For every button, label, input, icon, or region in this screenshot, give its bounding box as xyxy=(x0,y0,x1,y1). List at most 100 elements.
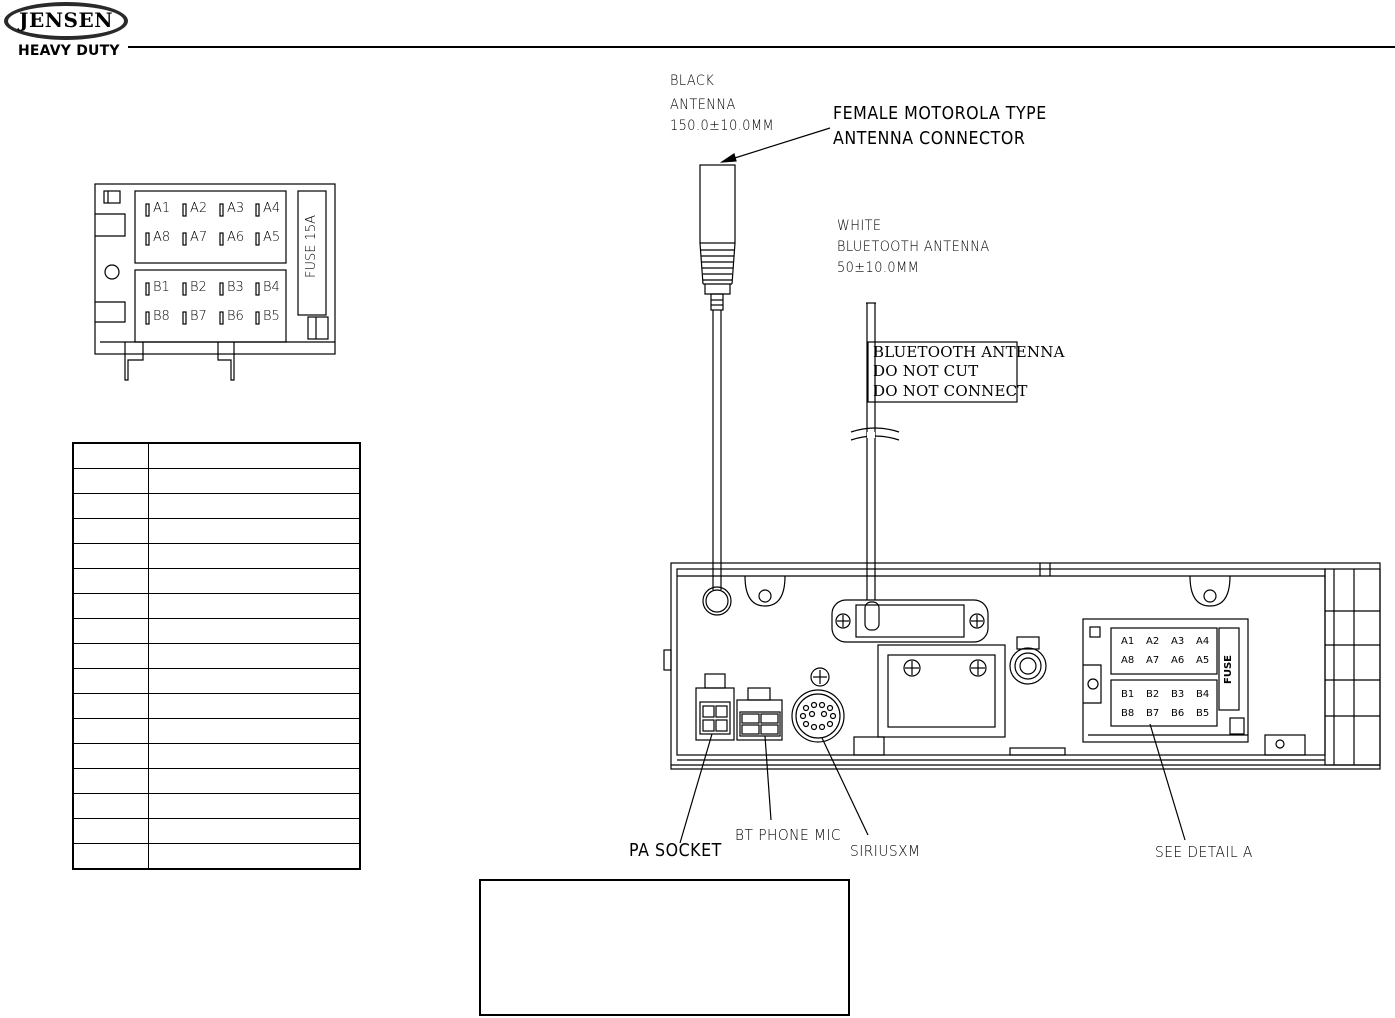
note-box xyxy=(479,879,850,1016)
connector-fuse-label: FUSE 15A xyxy=(304,214,319,278)
logo-subtitle: HEAVY DUTY xyxy=(18,43,120,59)
unit-pin-label: A6 xyxy=(1171,655,1185,666)
connector-pin-label: A8 xyxy=(153,230,171,245)
pin-table-cell-pin xyxy=(72,593,149,619)
connector-pin-label: A2 xyxy=(190,201,208,216)
pin-table-cell-pin xyxy=(72,543,149,569)
connector-pin-label: A3 xyxy=(227,201,245,216)
connector-outline xyxy=(94,183,336,381)
siriusxm-socket xyxy=(791,667,845,743)
pin-table-row xyxy=(72,668,361,694)
pin-table-cell-pin xyxy=(72,793,149,819)
pa-socket-label: PA SOCKET xyxy=(629,840,722,861)
logo-brand-text: JENSEN xyxy=(19,8,113,32)
pin-table-cell-function xyxy=(148,843,361,870)
antenna-color-label: BLACK xyxy=(670,73,715,89)
connector-pin-label: B7 xyxy=(190,309,207,324)
pin-table-cell-function xyxy=(148,718,361,744)
unit-pin-label: A8 xyxy=(1121,655,1135,666)
bt-antenna-wire xyxy=(850,302,900,600)
antenna-connector-label-2: ANTENNA CONNECTOR xyxy=(833,128,1026,149)
pin-table-cell-function xyxy=(148,618,361,644)
pin-table-row xyxy=(72,442,361,469)
connector-pin-label: B8 xyxy=(153,309,170,324)
unit-pin-label: A1 xyxy=(1121,636,1135,647)
pin-table-cell-pin xyxy=(72,518,149,544)
pin-table-cell-function xyxy=(148,668,361,694)
pin-table-row xyxy=(72,793,361,819)
antenna-length-label: 150.0±10.0MM xyxy=(670,118,775,134)
pin-table-row xyxy=(72,568,361,594)
pin-table-row xyxy=(72,593,361,619)
head-unit-body xyxy=(663,562,1381,770)
pin-table-cell-function xyxy=(148,442,361,469)
pin-table-row xyxy=(72,618,361,644)
pin-table-cell-pin xyxy=(72,743,149,769)
bt-antenna-name-label: BLUETOOTH ANTENNA xyxy=(837,239,990,255)
pin-table-cell-pin xyxy=(72,718,149,744)
bt-warning-line-1: BLUETOOTH ANTENNA xyxy=(873,343,1065,361)
pin-table-cell-function xyxy=(148,643,361,669)
unit-pin-label: B5 xyxy=(1196,708,1210,719)
unit-pin-label: B7 xyxy=(1146,708,1160,719)
bt-warning-box xyxy=(867,341,1018,403)
pin-table-cell-pin xyxy=(72,668,149,694)
connector-pin-marks xyxy=(145,203,260,325)
pin-table-cell-function xyxy=(148,493,361,519)
antenna-name-label: ANTENNA xyxy=(670,97,736,113)
pin-table-cell-function xyxy=(148,743,361,769)
pin-table-row xyxy=(72,718,361,744)
pin-table-cell-pin xyxy=(72,493,149,519)
siriusxm-label: SIRIUSXM xyxy=(850,842,921,860)
pin-table-cell-pin xyxy=(72,818,149,844)
unit-iso-connector xyxy=(1082,618,1249,743)
callout-leaders xyxy=(679,723,1186,844)
connector-pin-label: A6 xyxy=(227,230,245,245)
unit-pin-label: B1 xyxy=(1121,689,1135,700)
pin-table-cell-pin xyxy=(72,568,149,594)
pa-socket xyxy=(695,673,735,741)
pin-table-row xyxy=(72,643,361,669)
connector-pin-label: B2 xyxy=(190,280,207,295)
pin-table-row xyxy=(72,693,361,719)
pin-table-cell-pin xyxy=(72,843,149,870)
pin-table-row xyxy=(72,768,361,794)
pin-table-cell-function xyxy=(148,793,361,819)
jensen-logo: JENSEN xyxy=(4,2,128,42)
connector-pin-label: A1 xyxy=(153,201,171,216)
bt-warning-line-3: DO NOT CONNECT xyxy=(873,382,1028,400)
pin-table-cell-pin xyxy=(72,468,149,494)
unit-pin-label: A3 xyxy=(1171,636,1185,647)
antenna-lead xyxy=(699,127,831,590)
pin-table-row xyxy=(72,493,361,519)
unit-pin-label: A5 xyxy=(1196,655,1210,666)
pin-table-cell-function xyxy=(148,468,361,494)
see-detail-label: SEE DETAIL A xyxy=(1155,843,1253,861)
pin-table-cell-pin xyxy=(72,442,149,469)
bt-mic-socket xyxy=(736,687,783,741)
pin-table-cell-function xyxy=(148,518,361,544)
unit-pin-label: A4 xyxy=(1196,636,1210,647)
pin-table-cell-function xyxy=(148,693,361,719)
header-rule xyxy=(128,46,1395,48)
pin-table-row xyxy=(72,518,361,544)
connector-pin-label: A7 xyxy=(190,230,208,245)
pin-table-cell-pin xyxy=(72,643,149,669)
pin-table-cell-pin xyxy=(72,768,149,794)
unit-pin-label: B8 xyxy=(1121,708,1135,719)
logo-oval-inner xyxy=(8,6,124,36)
pin-assignment-table xyxy=(72,442,361,870)
pin-table-cell-function xyxy=(148,768,361,794)
pin-table-row xyxy=(72,818,361,844)
connector-pin-label: B1 xyxy=(153,280,170,295)
bt-antenna-length-label: 50±10.0MM xyxy=(837,260,920,276)
bt-warning-line-2: DO NOT CUT xyxy=(873,362,979,380)
pin-table-cell-function xyxy=(148,543,361,569)
antenna-connector-label-1: FEMALE MOTOROLA TYPE xyxy=(833,103,1047,124)
pin-table-cell-pin xyxy=(72,693,149,719)
unit-fuse-label: FUSE xyxy=(1223,655,1234,684)
unit-pin-label: B4 xyxy=(1196,689,1210,700)
pin-table-row xyxy=(72,543,361,569)
pin-table-cell-function xyxy=(148,818,361,844)
pin-table-cell-function xyxy=(148,568,361,594)
